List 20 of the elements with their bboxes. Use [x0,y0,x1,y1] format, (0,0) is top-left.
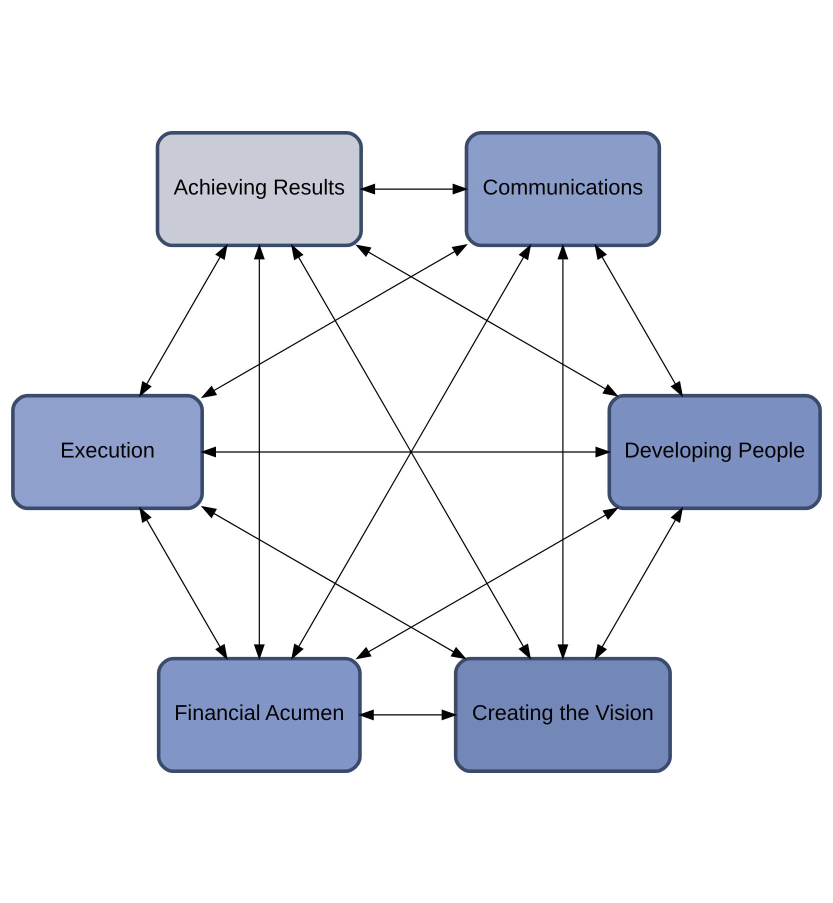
arrow [359,183,468,194]
arrow [594,506,684,660]
arrow [594,243,684,397]
node-box: Developing People [607,393,822,510]
arrow [200,446,612,457]
arrow [200,243,468,398]
node-box: Creating the Vision [454,656,672,772]
arrow [291,244,532,660]
node-box: Achieving Results [156,130,363,247]
arrow [358,708,458,720]
arrow [355,244,619,396]
node-box: Execution [11,393,204,510]
arrow [139,506,228,660]
arrow [200,505,467,659]
arrow [139,243,228,397]
arrow [557,243,568,660]
node-box: Communications [464,130,662,247]
node-box: Financial Acumen [156,656,362,772]
arrow [254,243,265,660]
arrow [355,506,619,659]
